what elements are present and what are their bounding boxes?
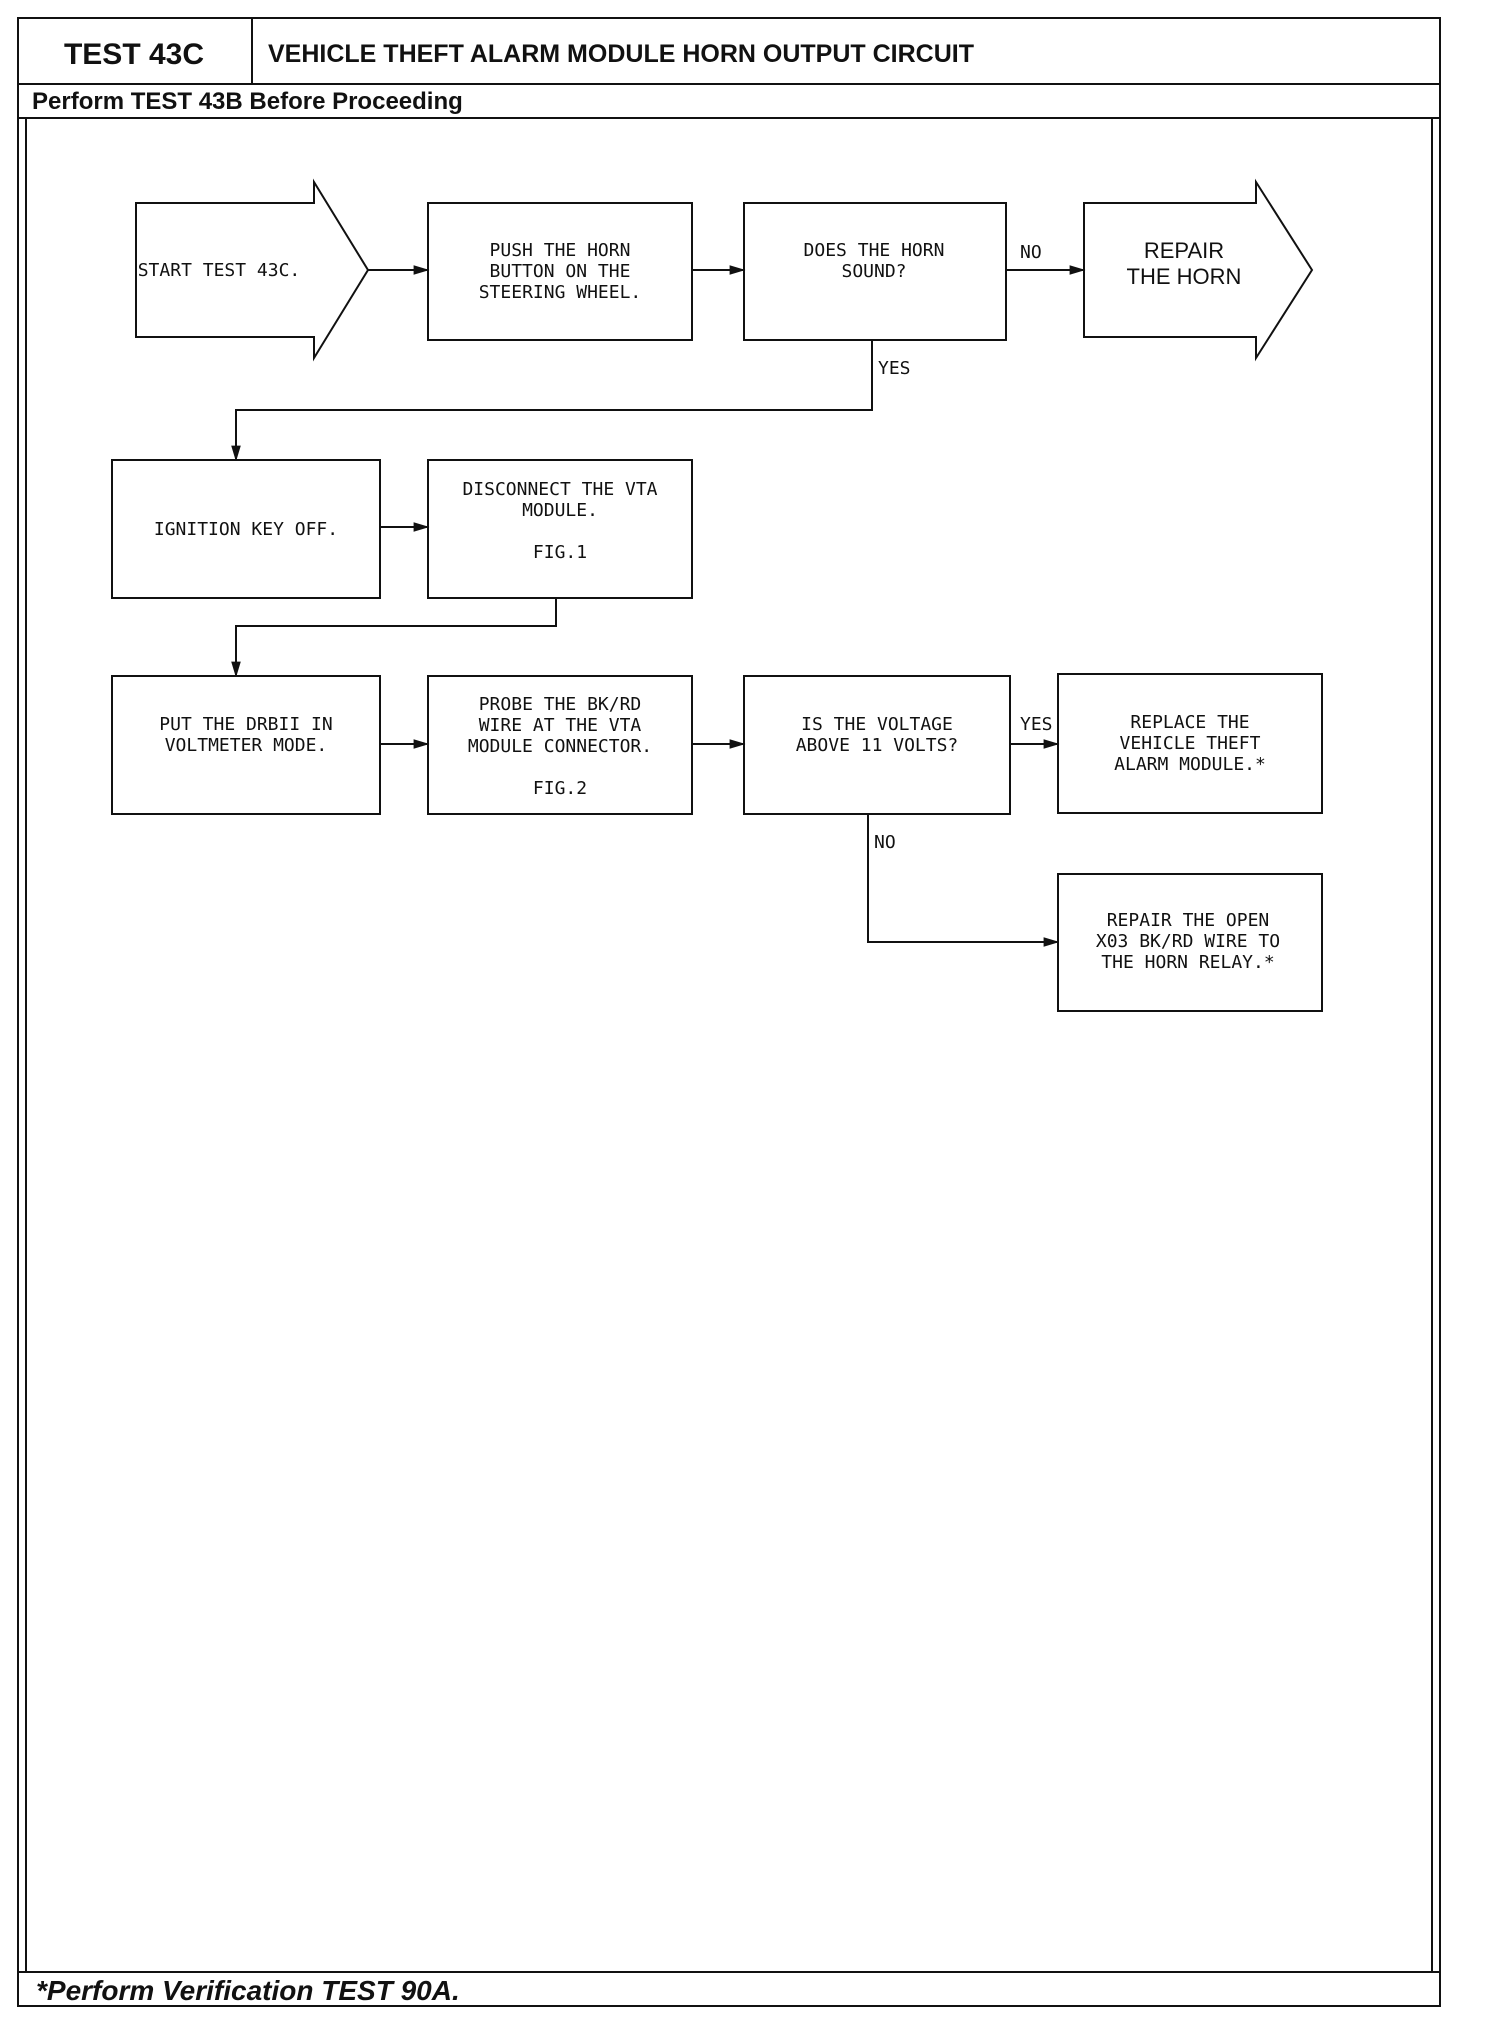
node-probe-wire-line: WIRE AT THE VTA xyxy=(479,715,642,736)
label-no-1: NO xyxy=(1020,242,1042,263)
node-drbii-voltmeter-line: PUT THE DRBII IN xyxy=(159,714,332,735)
node-replace-module-line: REPLACE THE xyxy=(1130,712,1249,733)
node-replace-module-line: ALARM MODULE.* xyxy=(1114,754,1266,775)
label-yes-2: YES xyxy=(1020,714,1053,735)
arrow-disconnect-to-drbii xyxy=(231,598,557,678)
box-ignition-off xyxy=(111,459,381,599)
node-disconnect-vta-line: FIG.1 xyxy=(533,542,587,563)
page-frame xyxy=(17,17,1441,2007)
prerequisite-note: Perform TEST 43B Before Proceeding xyxy=(32,88,463,115)
node-repair-wire-line: REPAIR THE OPEN xyxy=(1107,910,1270,931)
node-ignition-off-line: IGNITION KEY OFF. xyxy=(154,519,338,540)
node-probe-wire-line: MODULE CONNECTOR. xyxy=(468,736,652,757)
node-push-horn-line: STEERING WHEEL. xyxy=(479,282,642,303)
test-title: VEHICLE THEFT ALARM MODULE HORN OUTPUT C… xyxy=(268,40,974,68)
node-push-horn-line: PUSH THE HORN xyxy=(490,240,631,261)
node-repair-horn-line: THE HORN xyxy=(1127,264,1242,289)
node-drbii-voltmeter-line: VOLTMETER MODE. xyxy=(165,735,328,756)
node-disconnect-vta-line: MODULE. xyxy=(522,500,598,521)
node-voltage-check-line: IS THE VOLTAGE xyxy=(801,714,953,735)
node-horn-sound-line: DOES THE HORN xyxy=(804,240,945,261)
start-arrow-shape xyxy=(135,178,370,362)
node-disconnect-vta-line: DISCONNECT THE VTA xyxy=(462,479,657,500)
node-start-line: START TEST 43C. xyxy=(138,260,301,281)
arrow-yes-to-ignition xyxy=(231,340,873,462)
node-voltage-check-line: ABOVE 11 VOLTS? xyxy=(796,735,959,756)
node-push-horn-line: BUTTON ON THE xyxy=(490,261,631,282)
repair-horn-arrow-shape xyxy=(1083,178,1314,362)
arrow-no-to-repair-wire xyxy=(867,814,1060,947)
node-probe-wire-line: PROBE THE BK/RD xyxy=(479,694,642,715)
box-replace-module xyxy=(1057,673,1323,814)
box-disconnect-vta xyxy=(427,459,693,599)
node-probe-wire-line: FIG.2 xyxy=(533,778,587,799)
node-horn-sound-line: SOUND? xyxy=(841,261,906,282)
content-frame xyxy=(25,117,1433,1973)
node-replace-module-line: VEHICLE THEFT xyxy=(1120,733,1261,754)
node-ignition-off: IGNITION KEY OFF. xyxy=(154,519,338,540)
node-repair-horn-line: REPAIR xyxy=(1144,238,1224,263)
box-repair-wire xyxy=(1057,873,1323,1012)
box-drbii-voltmeter xyxy=(111,675,381,815)
box-voltage-check xyxy=(743,675,1011,815)
label-yes-1: YES xyxy=(878,358,911,379)
box-probe-wire xyxy=(427,675,693,815)
node-repair-wire-line: THE HORN RELAY.* xyxy=(1101,952,1274,973)
test-id: TEST 43C xyxy=(64,38,204,71)
footer-note: *Perform Verification TEST 90A. xyxy=(36,1975,460,2006)
node-start: START TEST 43C. xyxy=(138,260,301,281)
label-no-2: NO xyxy=(874,832,896,853)
box-horn-sound xyxy=(743,202,1007,341)
node-repair-wire-line: X03 BK/RD WIRE TO xyxy=(1096,931,1280,952)
